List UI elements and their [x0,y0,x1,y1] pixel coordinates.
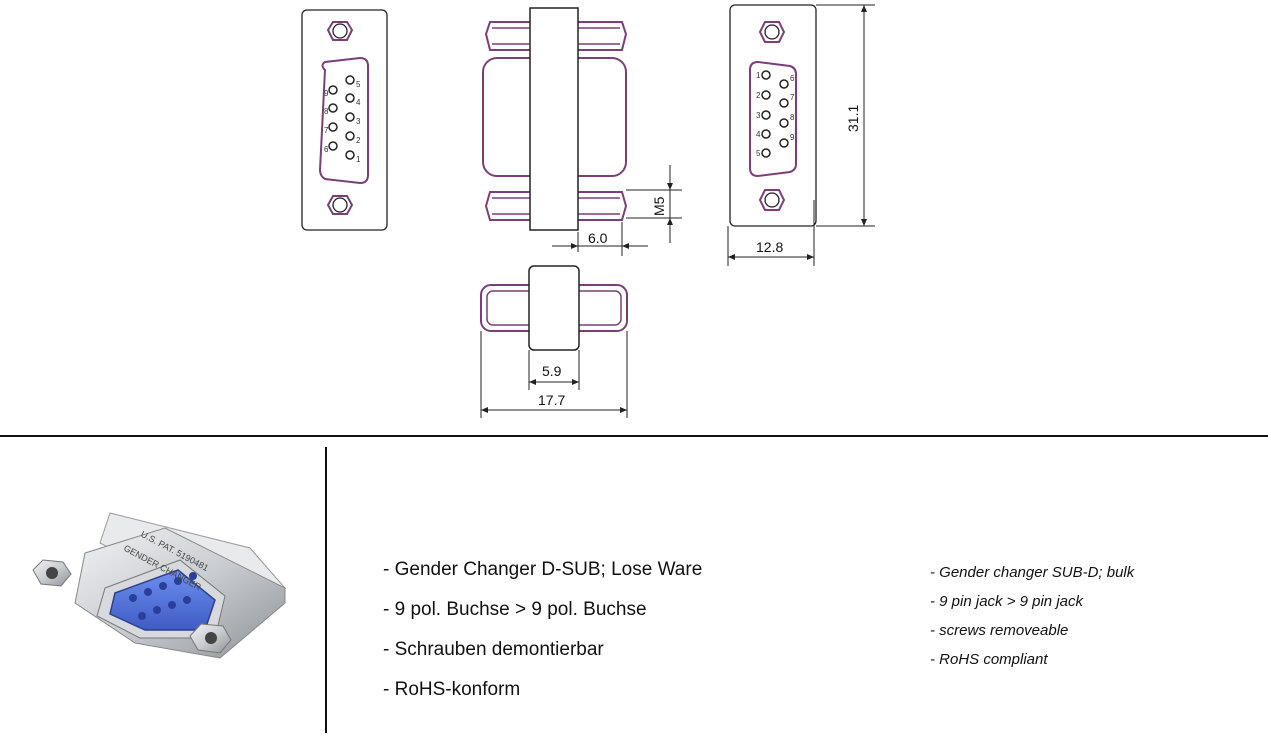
feature-de-4: - RoHS-konform [383,679,521,700]
feature-en-2: - 9 pin jack > 9 pin jack [930,593,1083,610]
pin-number: 7 [324,126,329,135]
dim-overall-length: 17.7 [538,392,565,408]
pin-number: 4 [756,130,761,139]
pin-number: 9 [790,133,795,142]
feature-de-3: - Schrauben demontierbar [383,639,604,660]
pin-number: 2 [356,136,361,145]
features-german: - Gender Changer D-SUB; Lose Ware - 9 po… [383,556,843,716]
pin-numbers-right: 1 2 3 4 5 6 7 8 9 [756,71,795,158]
pin-number: 5 [756,149,761,158]
top-view [480,265,628,418]
pin-numbers-left: 5 4 3 2 1 9 8 7 6 [324,80,361,164]
pin-number: 9 [324,89,329,98]
pin-number: 7 [790,93,795,102]
vertical-divider [325,447,327,733]
features-english: - Gender changer SUB-D; bulk - 9 pin jac… [930,562,1250,678]
pin-number: 1 [356,155,361,164]
screw-left [32,559,72,587]
screw-right [189,623,232,654]
pin-holes-left [328,75,355,160]
pin-number: 8 [324,107,329,116]
dim-height: 31.1 [845,105,861,132]
feature-en-4: - RoHS compliant [930,651,1048,668]
pin-number: 3 [756,111,761,120]
dsub-gender-changer-photo: U.S. PAT. 5190481 GENDER CHANGER [32,512,287,659]
pin-number: 5 [356,80,361,89]
dim-body-width: 5.9 [542,363,562,379]
dim-thread: M5 [651,196,667,216]
side-view [482,7,682,256]
pin-number: 6 [790,74,795,83]
pin-number: 3 [356,117,361,126]
feature-en-3: - screws removeable [930,622,1069,639]
pin-number: 4 [356,98,361,107]
feature-en-1: - Gender changer SUB-D; bulk [930,564,1135,581]
pin-holes-right [761,70,789,158]
pin-number: 1 [756,71,761,80]
technical-drawing: 5 4 3 2 1 9 8 7 6 M5 6.0 5.9 17.7 [301,4,875,418]
pin-number: 2 [756,91,761,100]
pin-number: 6 [324,145,329,154]
front-view-right [727,4,875,266]
feature-de-2: - 9 pol. Buchse > 9 pol. Buchse [383,599,647,620]
dim-body-depth: 6.0 [588,230,608,246]
horizontal-divider [0,435,1268,437]
front-view-left [301,9,388,231]
dim-width: 12.8 [756,239,783,255]
feature-de-1: - Gender Changer D-SUB; Lose Ware [383,559,703,580]
pin-number: 8 [790,113,795,122]
